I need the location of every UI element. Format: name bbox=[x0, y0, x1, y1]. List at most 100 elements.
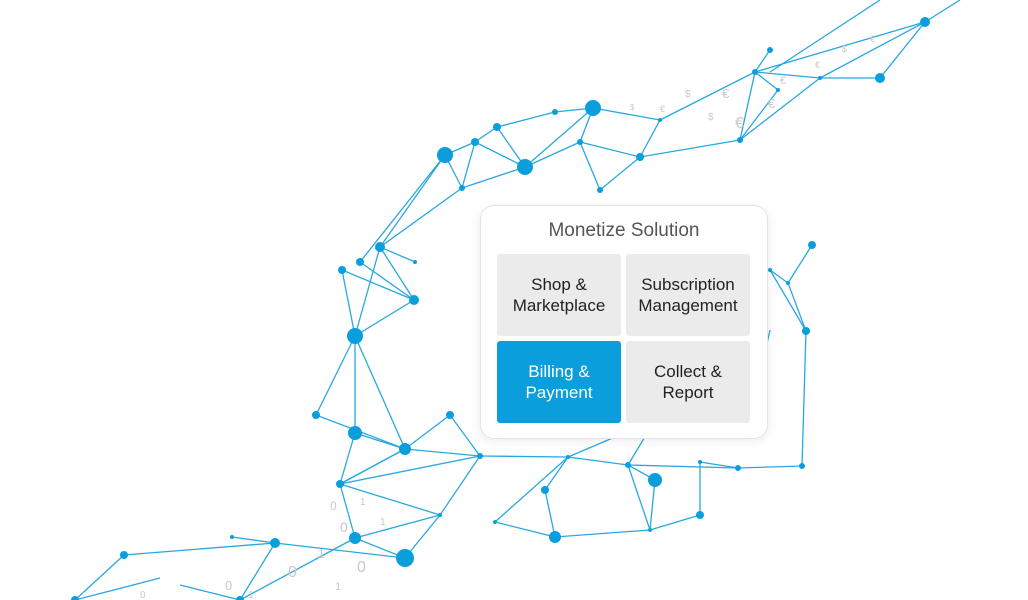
network-edge bbox=[461, 166, 526, 189]
card-title: Monetize Solution bbox=[548, 220, 700, 241]
network-edge bbox=[74, 554, 125, 600]
decor-glyph: € bbox=[780, 75, 786, 87]
network-node bbox=[347, 328, 363, 344]
network-node bbox=[541, 486, 549, 494]
network-edge bbox=[639, 119, 661, 158]
network-edge bbox=[699, 461, 739, 469]
network-node bbox=[636, 153, 644, 161]
network-node bbox=[471, 138, 479, 146]
network-edge bbox=[474, 126, 498, 143]
network-node bbox=[375, 242, 385, 252]
network-edge bbox=[544, 456, 569, 491]
network-edge bbox=[494, 521, 556, 538]
network-edge bbox=[359, 261, 415, 301]
tile-subscription-management[interactable]: Subscription Management bbox=[626, 254, 750, 336]
decor-glyph: $ bbox=[685, 89, 691, 100]
decor-glyph: 0 bbox=[330, 499, 337, 513]
network-node bbox=[517, 159, 533, 175]
network-node bbox=[236, 596, 244, 600]
network-edge bbox=[649, 514, 701, 531]
network-edge bbox=[379, 187, 463, 248]
network-edge bbox=[769, 269, 807, 332]
network-edge bbox=[274, 542, 406, 559]
network-edge bbox=[354, 246, 381, 337]
network-node bbox=[808, 241, 816, 249]
network-node bbox=[396, 549, 414, 567]
network-edge bbox=[354, 335, 406, 450]
network-node bbox=[776, 88, 780, 92]
tile-shop-marketplace[interactable]: Shop & Marketplace bbox=[497, 254, 621, 336]
network-edge bbox=[554, 529, 651, 538]
network-edge bbox=[74, 577, 161, 600]
network-edge bbox=[567, 456, 629, 466]
network-node bbox=[658, 118, 662, 122]
network-edge bbox=[461, 141, 476, 189]
network-node bbox=[446, 411, 454, 419]
network-edge bbox=[354, 299, 415, 337]
network-node bbox=[625, 462, 631, 468]
network-node bbox=[477, 453, 483, 459]
network-edge bbox=[179, 584, 241, 600]
network-edge bbox=[341, 269, 356, 337]
network-edge bbox=[339, 432, 356, 485]
network-edge bbox=[659, 71, 756, 121]
tile-collect-report[interactable]: Collect & Report bbox=[626, 341, 750, 423]
network-edge bbox=[339, 448, 406, 485]
network-edge bbox=[754, 49, 771, 73]
network-node bbox=[752, 69, 758, 75]
network-node bbox=[799, 463, 805, 469]
network-edge bbox=[579, 141, 601, 191]
decor-glyph: $ bbox=[708, 112, 714, 123]
network-node bbox=[552, 109, 558, 115]
network-node bbox=[585, 100, 601, 116]
network-edge bbox=[354, 514, 441, 539]
decor-glyph: € bbox=[870, 34, 875, 44]
decor-glyph: 0 bbox=[357, 559, 366, 576]
decor-glyph: 1 bbox=[248, 590, 254, 600]
network-edge bbox=[379, 246, 416, 263]
network-node bbox=[786, 281, 790, 285]
network-node bbox=[409, 295, 419, 305]
network-edge bbox=[627, 464, 739, 469]
network-edge bbox=[479, 455, 569, 458]
network-node bbox=[437, 147, 453, 163]
decor-glyph: $ bbox=[630, 103, 635, 112]
network-edge bbox=[524, 141, 581, 168]
decor-glyph: 1 bbox=[335, 581, 341, 593]
network-edge bbox=[544, 489, 556, 538]
decor-glyph: 0 bbox=[225, 578, 232, 593]
network-edge bbox=[439, 455, 481, 516]
decor-glyph: 1 bbox=[360, 497, 366, 508]
network-node bbox=[698, 460, 702, 464]
network-edge bbox=[474, 141, 526, 168]
network-node bbox=[648, 528, 652, 532]
network-node bbox=[802, 327, 810, 335]
network-edge bbox=[379, 246, 415, 301]
network-node bbox=[875, 73, 885, 83]
network-edge bbox=[769, 269, 789, 284]
network-edge bbox=[123, 542, 276, 556]
network-node bbox=[348, 426, 362, 440]
network-node bbox=[696, 511, 704, 519]
monetize-solution-card: Monetize Solution Shop & Marketplace Sub… bbox=[480, 205, 768, 439]
network-edge bbox=[239, 542, 276, 600]
network-node bbox=[493, 123, 501, 131]
decor-glyph: € bbox=[815, 60, 820, 70]
network-node bbox=[338, 266, 346, 274]
network-edge bbox=[739, 89, 779, 141]
decor-glyph: $ bbox=[842, 44, 847, 54]
network-edge bbox=[579, 141, 641, 158]
decor-glyph: 0 bbox=[140, 590, 146, 600]
tile-billing-payment[interactable]: Billing & Payment bbox=[497, 341, 621, 423]
network-edge bbox=[496, 111, 556, 128]
network-edge bbox=[239, 537, 356, 600]
network-edge bbox=[787, 244, 813, 284]
network-node bbox=[767, 47, 773, 53]
network-edge bbox=[739, 77, 821, 141]
network-edge bbox=[404, 514, 441, 559]
network-edge bbox=[879, 21, 926, 79]
network-node bbox=[597, 187, 603, 193]
network-node bbox=[399, 443, 411, 455]
network-edge bbox=[339, 455, 481, 485]
